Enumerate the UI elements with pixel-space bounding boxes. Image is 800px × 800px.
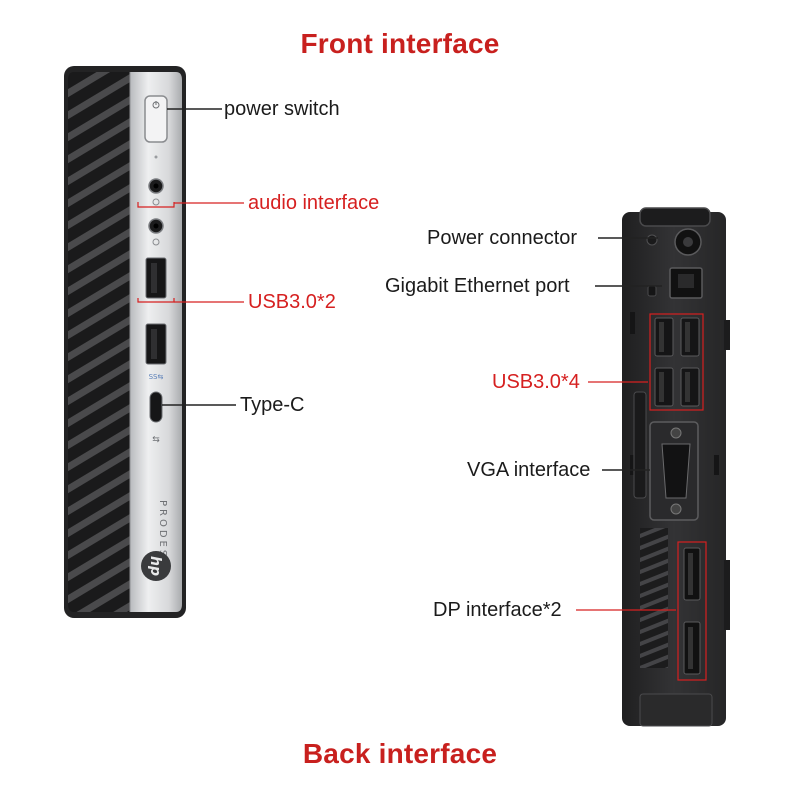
vga-interface-label: VGA interface <box>467 459 591 481</box>
power-connector-label: Power connector <box>427 227 578 249</box>
prodesk-brand-text: PRODESK <box>157 500 168 569</box>
headset-icon <box>152 198 160 206</box>
ethernet-port-label: Gigabit Ethernet port <box>385 275 570 297</box>
back-interface-title: Back interface <box>302 738 498 769</box>
hp-logo-icon <box>141 551 171 581</box>
audio-interface-label: audio interface <box>248 192 380 214</box>
power-button <box>144 95 168 143</box>
power-switch-label: power switch <box>224 98 340 120</box>
back-device <box>622 207 730 727</box>
headphone-icon <box>152 238 160 246</box>
svg-text:hp: hp <box>147 556 163 576</box>
type-c-label: Type-C <box>240 394 305 416</box>
back-red-leaders <box>576 313 707 681</box>
side-slot <box>633 391 647 499</box>
front-interface-title: Front interface <box>300 28 500 59</box>
back-black-leaders <box>595 237 662 471</box>
dp-interface-label: DP interface*2 <box>433 599 562 621</box>
lock-slot-icon <box>647 285 657 297</box>
back-usb-label: USB3.0*4 <box>492 371 580 393</box>
front-device: SS⇆ ⇆ PRODESK hp <box>64 66 186 618</box>
top-latch <box>639 207 711 227</box>
front-usb-label: USB3.0*2 <box>248 291 336 313</box>
back-vent <box>640 528 668 668</box>
front-black-leaders <box>162 108 236 406</box>
bottom-foot <box>639 693 713 727</box>
ss-usb-icon: SS⇆ <box>149 373 164 381</box>
type-c-port <box>149 391 163 423</box>
front-grille <box>68 72 130 612</box>
usb-icon: ⇆ <box>152 435 160 445</box>
front-red-leaders <box>137 202 244 303</box>
